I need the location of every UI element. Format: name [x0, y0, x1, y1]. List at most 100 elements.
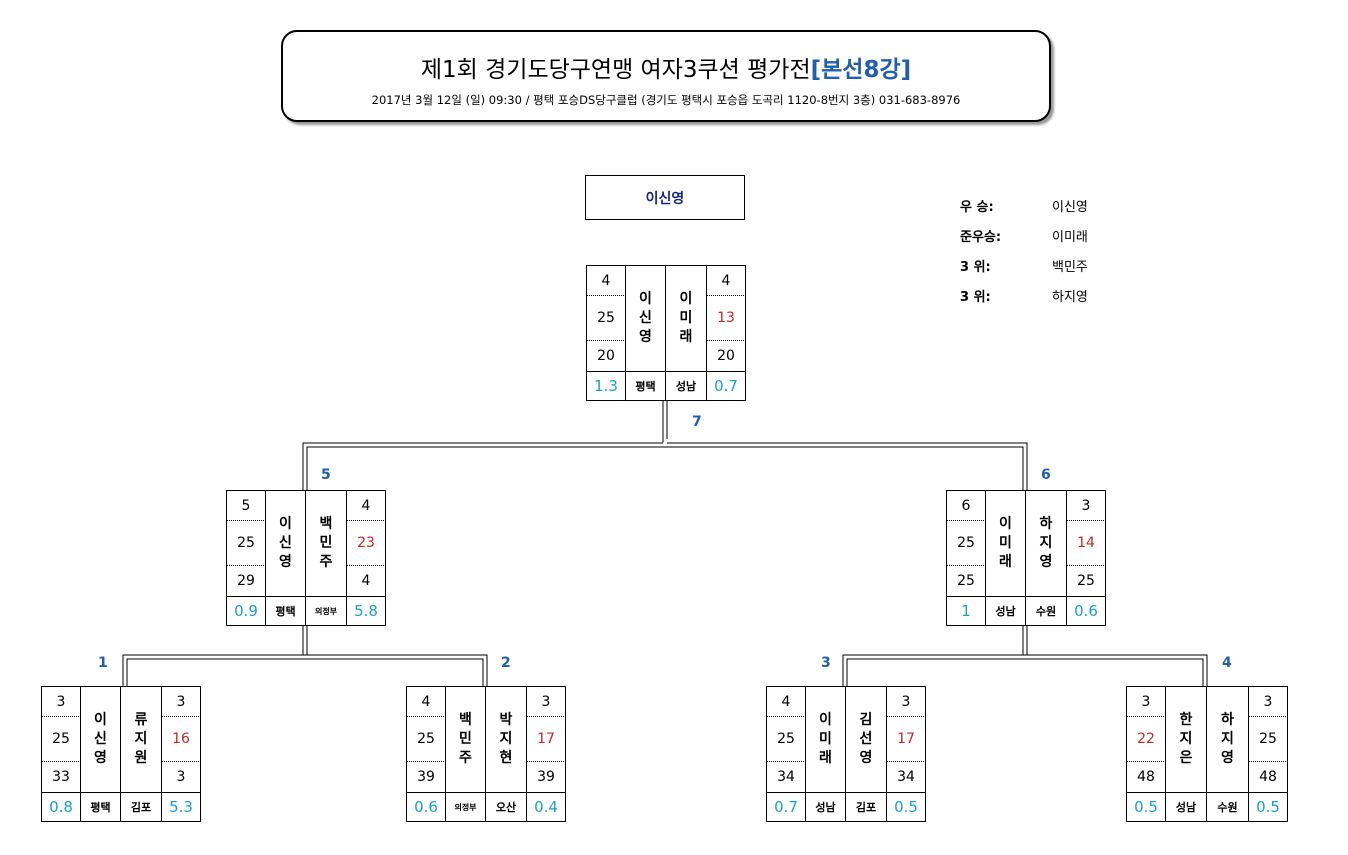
club-name: 성남: [666, 371, 706, 401]
set-count: 3: [1126, 686, 1166, 716]
set-count: 3: [161, 686, 201, 716]
average: 0.5: [1126, 792, 1166, 822]
result-label: 3 위:: [960, 290, 991, 305]
set-count: 4: [706, 265, 746, 295]
player-name-char: 영: [279, 554, 292, 570]
innings: 25: [1066, 565, 1106, 596]
result-label: 우 승:: [960, 200, 994, 215]
title-highlight: [본선8강]: [810, 57, 912, 83]
player-name-char: 현: [499, 750, 513, 766]
average: 0.8: [41, 792, 81, 822]
set-count: 3: [886, 686, 926, 716]
result-name: 이미래: [1052, 230, 1088, 245]
player-name-char: 한: [1179, 712, 1193, 728]
result-label: 3 위:: [960, 260, 991, 275]
player-name-char: 이: [679, 291, 693, 307]
player-name-char: 이: [819, 712, 832, 728]
set-count: 3: [1066, 490, 1106, 520]
champion-box: 이신영: [585, 175, 745, 220]
player-name-char: 신: [279, 535, 292, 551]
player-name-char: 민: [459, 731, 472, 747]
player-name-char: 이: [94, 712, 107, 728]
match-number: 3: [821, 655, 831, 671]
player-name-char: 지: [1221, 731, 1234, 747]
player-name-char: 래: [679, 329, 693, 345]
innings: 33: [41, 761, 81, 792]
result-name: 이신영: [1052, 200, 1088, 215]
innings: 29: [226, 565, 266, 596]
tournament-header: 제1회 경기도당구연맹 여자3쿠션 평가전[본선8강] 2017년 3월 12일…: [281, 30, 1051, 122]
score: 25: [946, 520, 986, 565]
innings: 4: [346, 565, 386, 596]
score: 23: [346, 520, 386, 565]
match-number: 7: [692, 414, 702, 430]
result-name: 백민주: [1052, 260, 1088, 275]
player-name-char: 주: [459, 750, 472, 766]
set-count: 4: [586, 265, 626, 295]
score: 25: [406, 716, 446, 761]
result-label: 준우승:: [960, 230, 1002, 245]
player-name-char: 이: [999, 516, 1012, 532]
innings: 20: [586, 340, 626, 371]
set-count: 4: [766, 686, 806, 716]
title-main: 제1회 경기도당구연맹 여자3쿠션 평가전: [420, 57, 811, 83]
player-name-char: 지: [1039, 535, 1053, 551]
club-name: 수원: [1207, 792, 1248, 822]
score: 17: [526, 716, 566, 761]
match-number: 1: [98, 655, 108, 671]
player-name-char: 미: [679, 310, 693, 326]
player-name-char: 래: [819, 750, 832, 766]
player-name-char: 래: [999, 554, 1012, 570]
player-name-char: 하: [1221, 712, 1234, 728]
score: 25: [226, 520, 266, 565]
player-name-char: 영: [1221, 750, 1234, 766]
result-name: 하지영: [1052, 290, 1088, 305]
average: 0.7: [706, 371, 746, 401]
player-name-char: 지: [1179, 731, 1193, 747]
match-number: 5: [321, 467, 331, 483]
player-name-char: 지: [499, 731, 513, 747]
match-number: 4: [1222, 655, 1232, 671]
innings: 48: [1126, 761, 1166, 792]
player-name-char: 선: [859, 731, 873, 747]
page-title: 제1회 경기도당구연맹 여자3쿠션 평가전[본선8강]: [283, 50, 1049, 84]
club-name: 평택: [626, 371, 666, 401]
score: 25: [586, 295, 626, 340]
player-name-char: 은: [1179, 750, 1193, 766]
score: 13: [706, 295, 746, 340]
event-info: 2017년 3월 12일 (일) 09:30 / 평택 포승DS당구클럽 (경기…: [371, 93, 961, 107]
set-count: 3: [526, 686, 566, 716]
player-name-char: 영: [94, 750, 107, 766]
innings: 39: [526, 761, 566, 792]
set-count: 3: [41, 686, 81, 716]
club-name: 의정부: [306, 596, 346, 626]
match-number: 6: [1041, 467, 1051, 483]
player-name-char: 영: [859, 750, 873, 766]
average: 1: [946, 596, 986, 626]
player-name-char: 이: [279, 516, 292, 532]
club-name: 수원: [1026, 596, 1066, 626]
set-count: 4: [346, 490, 386, 520]
player-name-char: 미: [999, 535, 1012, 551]
set-count: 5: [226, 490, 266, 520]
club-name: 성남: [1166, 792, 1207, 822]
club-name: 성남: [986, 596, 1026, 626]
score: 16: [161, 716, 201, 761]
player-name-char: 미: [819, 731, 832, 747]
